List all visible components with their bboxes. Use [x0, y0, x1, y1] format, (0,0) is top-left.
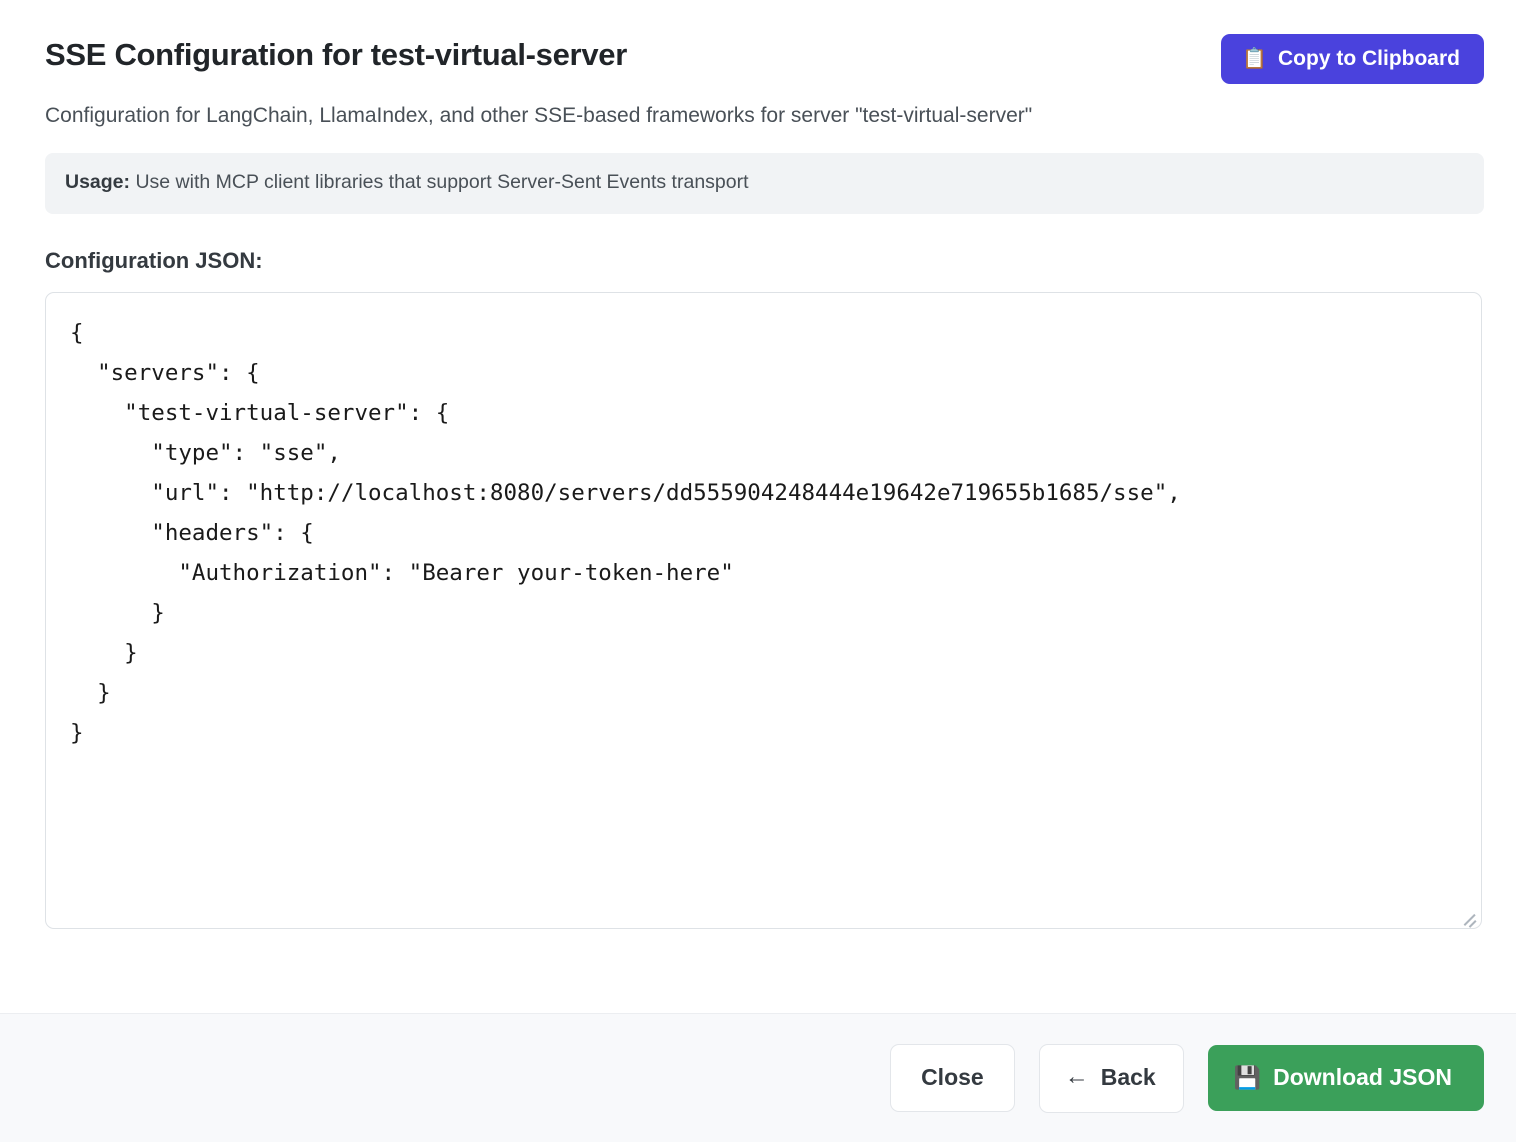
configuration-json-content[interactable]: { "servers": { "test-virtual-server": { … — [70, 319, 1181, 746]
usage-label: Usage: — [65, 171, 131, 194]
floppy-disk-icon: 💾 — [1233, 1064, 1262, 1090]
copy-to-clipboard-button[interactable]: 📋 Copy to Clipboard — [1221, 34, 1484, 84]
close-button[interactable]: Close — [890, 1044, 1015, 1112]
back-button-label: Back — [1100, 1064, 1156, 1090]
usage-note: Usage: Use with MCP client libraries tha… — [45, 153, 1484, 214]
download-json-button[interactable]: 💾 Download JSON — [1207, 1045, 1484, 1111]
back-button[interactable]: ← Back — [1038, 1043, 1184, 1113]
download-json-label: Download JSON — [1273, 1064, 1452, 1090]
clipboard-icon: 📋 — [1242, 47, 1267, 70]
configuration-json-textarea[interactable]: { "servers": { "test-virtual-server": { … — [45, 291, 1482, 929]
configuration-json-label: Configuration JSON: — [45, 247, 263, 273]
page-title: SSE Configuration for test-virtual-serve… — [45, 37, 627, 72]
textarea-resize-handle-icon[interactable] — [1461, 908, 1477, 924]
copy-to-clipboard-label: Copy to Clipboard — [1278, 47, 1460, 70]
arrow-left-icon: ← — [1064, 1062, 1089, 1090]
modal-header: SSE Configuration for test-virtual-serve… — [45, 34, 1484, 84]
modal-body: SSE Configuration for test-virtual-serve… — [0, 0, 1516, 1013]
usage-text: Use with MCP client libraries that suppo… — [135, 171, 749, 194]
modal-subtitle: Configuration for LangChain, LlamaIndex,… — [45, 104, 1033, 127]
modal-footer: Close ← Back 💾 Download JSON — [0, 1013, 1516, 1142]
